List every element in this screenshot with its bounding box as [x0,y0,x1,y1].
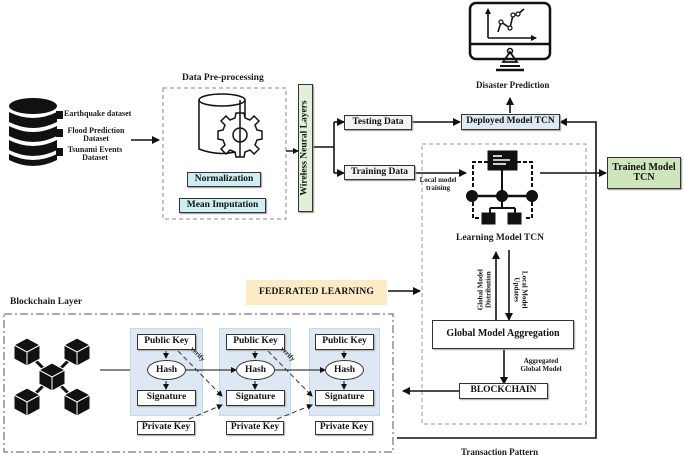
federated-learning-box: FEDERATED LEARNING [246,280,387,305]
global-distribution-label: Global Model Distribution [476,269,492,311]
learning-model-label: Learning Model TCN [456,233,544,243]
preprocess-title: Data Pre-processing [182,73,264,83]
block-1-signature: Signature [137,390,196,406]
block-2-hash: Hash [236,360,275,380]
training-data-box: Training Data [344,165,415,180]
federated-container [421,143,587,425]
trained-model-box: Trained Model TCN [607,157,681,189]
dataset-flood: Flood Prediction Dataset [67,126,125,144]
preprocess-container [162,87,287,220]
database-icon [9,98,63,166]
network-model-icon [466,150,538,225]
block-3-public-key: Public Key [315,334,374,350]
transaction-pattern-loop [397,118,597,439]
database-gear-icon [198,93,263,158]
blockchain-box: BLOCKCHAIN [459,383,548,399]
block-3-signature: Signature [315,390,374,406]
blockchain-cubes-icon [13,337,91,417]
block-1-private-key: Private Key [137,421,195,435]
local-model-training-label: Local model training [419,176,457,192]
deployed-model-box: Deployed Model TCN [461,114,560,130]
dataset-tsunami: Tsunami Events Dataset [67,145,123,163]
block-1-public-key: Public Key [137,334,196,350]
dataset-earthquake: Earthquake dataset [64,109,132,118]
blockchain-layer-title: Blockchain Layer [10,297,83,307]
normalization-step: Normalization [187,172,261,187]
block-2-signature: Signature [226,390,285,406]
blockchain-layer-container [3,313,394,453]
disaster-prediction-label: Disaster Prediction [476,80,550,90]
block-2-private-key: Private Key [226,421,284,435]
local-updates-label: Local Model Updates [513,270,529,309]
monitor-chart-icon [468,1,552,72]
block-2-public-key: Public Key [226,334,285,350]
wireless-neural-layers: Wireless Neural Layers [298,84,313,212]
block-1-hash: Hash [147,360,186,380]
global-aggregation-box: Global Model Aggregation [432,320,574,349]
wireless-neural-layers-label: Wireless Neural Layers [299,100,310,196]
mean-imputation-step: Mean Imputation [179,198,266,213]
testing-data-box: Testing Data [344,115,412,130]
aggregated-model-label: Aggregated Global Model [520,357,562,373]
block-3-private-key: Private Key [315,421,373,435]
transaction-pattern-label: Transaction Pattern [461,447,539,457]
block-3-hash: Hash [325,360,364,380]
